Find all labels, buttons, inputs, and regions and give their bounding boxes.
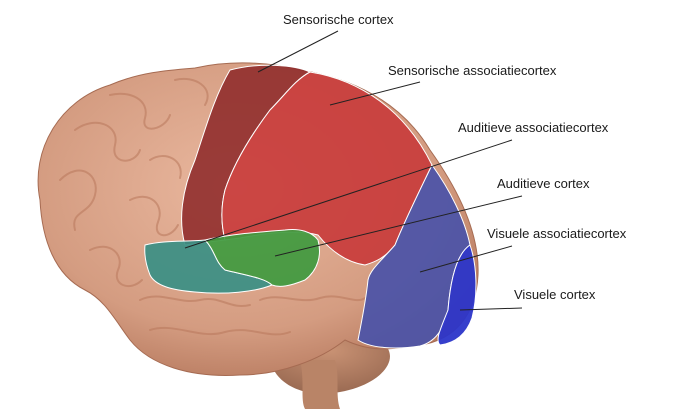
label-visual-cortex: Visuele cortex xyxy=(514,287,595,303)
label-sensory-cortex: Sensorische cortex xyxy=(283,12,394,28)
label-auditory-cortex: Auditieve cortex xyxy=(497,176,590,192)
label-auditory-association-cortex: Auditieve associatiecortex xyxy=(458,120,608,136)
brain-stem xyxy=(300,360,340,409)
label-sensory-association-cortex: Sensorische associatiecortex xyxy=(388,63,556,79)
leader-sensory-cortex xyxy=(258,31,338,72)
label-visual-association-cortex: Visuele associatiecortex xyxy=(487,226,626,242)
